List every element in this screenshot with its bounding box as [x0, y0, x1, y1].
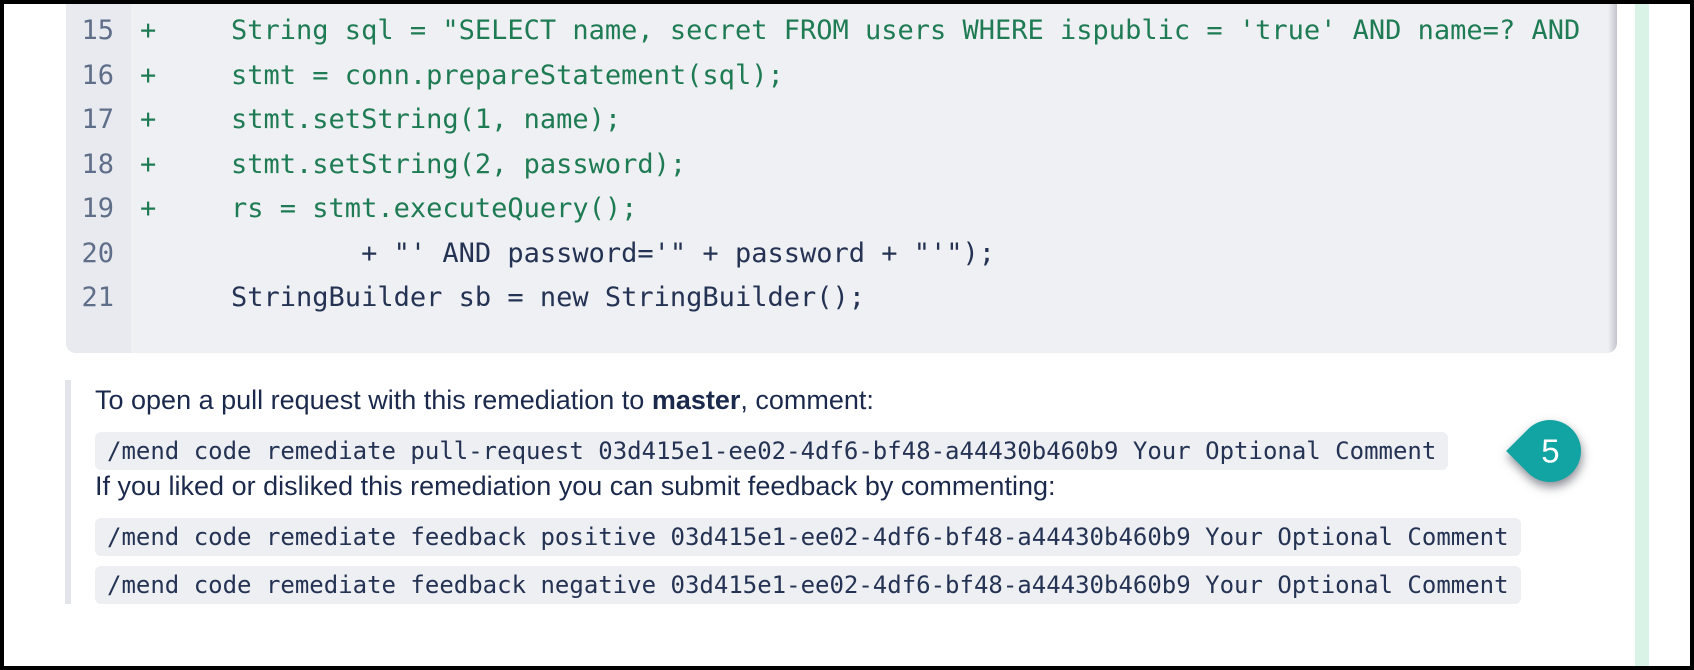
- diff-marker: +: [140, 193, 157, 224]
- diff-marker: [131, 276, 166, 321]
- line-number: 15: [81, 15, 114, 46]
- teardrop-pointer-shape: 5: [1506, 407, 1594, 495]
- line-number: 18: [81, 148, 114, 180]
- pr-instruction-after: , comment:: [740, 385, 874, 415]
- pr-instruction-before: To open a pull request with this remedia…: [95, 385, 652, 415]
- diff-row: 16 + stmt = conn.prepareStatement(sql);: [66, 54, 1617, 99]
- line-number: 19: [81, 193, 114, 224]
- scroll-indicator-strip: [1635, 4, 1649, 666]
- code-text: + "' AND password='" + password + "'");: [166, 237, 996, 269]
- diff-row: 21 StringBuilder sb = new StringBuilder(…: [66, 276, 1617, 321]
- feedback-instruction: If you liked or disliked this remediatio…: [95, 471, 1056, 501]
- diff-marker: +: [140, 104, 157, 135]
- diff-row: 20 + "' AND password='" + password + "'"…: [66, 232, 1617, 277]
- code-text: stmt.setString(1, name);: [166, 104, 622, 135]
- feedback-negative-command: /mend code remediate feedback negative 0…: [95, 566, 1521, 604]
- diff-code-block[interactable]: 15 + String sql = "SELECT name, secret F…: [66, 4, 1617, 353]
- diff-row: 17 + stmt.setString(1, name);: [66, 98, 1617, 143]
- diff-rows: 15 + String sql = "SELECT name, secret F…: [66, 9, 1617, 321]
- line-number: 17: [81, 104, 114, 135]
- code-text: stmt = conn.prepareStatement(sql);: [166, 59, 784, 91]
- diff-marker: +: [140, 148, 157, 180]
- line-number: 21: [81, 282, 114, 313]
- badge-number: 5: [1540, 432, 1560, 470]
- annotation-badge-5: 5: [1506, 407, 1594, 495]
- code-text: String sql = "SELECT name, secret FROM u…: [166, 15, 1581, 46]
- diff-marker: +: [140, 59, 157, 91]
- code-text: rs = stmt.executeQuery();: [166, 193, 638, 224]
- diff-marker: [131, 232, 166, 277]
- pull-request-instruction: To open a pull request with this remedia…: [95, 384, 1595, 416]
- remediation-comment-section: To open a pull request with this remedia…: [65, 380, 1595, 604]
- diff-row: 15 + String sql = "SELECT name, secret F…: [66, 9, 1617, 54]
- code-text: stmt.setString(2, password);: [166, 148, 687, 180]
- feedback-positive-command: /mend code remediate feedback positive 0…: [95, 518, 1521, 556]
- diff-row: 18 + stmt.setString(2, password);: [66, 143, 1617, 188]
- diff-marker: +: [140, 15, 157, 46]
- line-number: 16: [81, 59, 114, 91]
- code-text: StringBuilder sb = new StringBuilder();: [166, 282, 865, 313]
- branch-name: master: [651, 385, 741, 415]
- diff-row: 19 + rs = stmt.executeQuery();: [66, 187, 1617, 232]
- line-number: 20: [81, 237, 114, 269]
- pull-request-command: /mend code remediate pull-request 03d415…: [95, 432, 1449, 470]
